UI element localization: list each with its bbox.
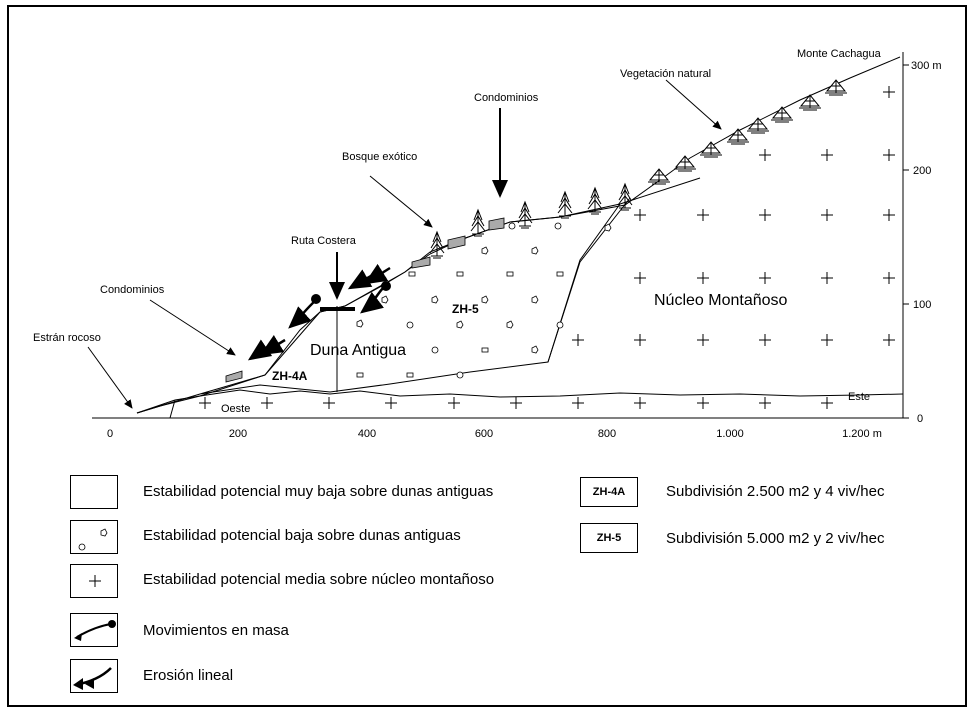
label-condominios-top: Condominios	[474, 92, 539, 104]
label-duna: Duna Antigua	[310, 342, 406, 359]
label-vegetacion: Vegetación natural	[620, 68, 711, 80]
label-zh5: ZH-5	[452, 302, 479, 316]
label-condominios-left: Condominios	[100, 284, 165, 296]
x-tick-label: 200	[229, 428, 247, 440]
legend-symbol-cross	[70, 564, 118, 598]
linear-erosion-icon	[70, 659, 118, 693]
label-bosque: Bosque exótico	[342, 151, 417, 163]
natural-vegetation	[647, 79, 848, 185]
label-estran: Estrán rocoso	[33, 332, 101, 344]
y-tick-label: 0	[917, 413, 923, 425]
legend-item-text: Estabilidad potencial media sobre núcleo…	[143, 571, 495, 588]
base-line	[174, 389, 904, 401]
legend-item-text: Erosión lineal	[143, 667, 234, 684]
y-tick-label: 100	[913, 299, 931, 311]
x-tick-label: 800	[598, 428, 616, 440]
zone-code-box: ZH-5	[580, 523, 638, 553]
legend-item-text: Movimientos en masa	[143, 622, 289, 639]
core-crosses	[198, 85, 896, 410]
legend-item-text: Estabilidad potencial muy baja sobre dun…	[143, 483, 494, 500]
zone-description: Subdivisión 2.500 m2 y 4 viv/hec	[666, 483, 885, 500]
label-zh4a: ZH-4A	[272, 369, 308, 383]
label-pointers	[87, 79, 722, 409]
legend-symbol-pebbles	[70, 520, 118, 554]
label-este: Este	[848, 391, 870, 403]
legend-item-text: Estabilidad potencial baja sobre dunas a…	[143, 527, 461, 544]
building-shapes	[225, 217, 505, 383]
zone-description: Subdivisión 5.000 m2 y 2 viv/hec	[666, 530, 885, 547]
label-monte: Monte Cachagua	[797, 48, 882, 60]
ground-surface	[136, 56, 901, 414]
label-ruta: Ruta Costera	[291, 235, 357, 247]
y-tick-label: 300 m	[911, 60, 942, 72]
mass-movement-icon	[70, 613, 118, 647]
x-tick-label: 0	[107, 428, 113, 440]
dune-outline	[136, 177, 701, 414]
core-boundary	[547, 197, 631, 363]
zone-code-box: ZH-4A	[580, 477, 638, 507]
y-tick-label: 200	[913, 165, 931, 177]
x-tick-label: 1.000	[716, 428, 744, 440]
legend-symbol-empty	[70, 475, 118, 509]
figure-frame	[7, 5, 967, 707]
exotic-trees	[429, 183, 633, 259]
x-tick-label: 1.200 m	[842, 428, 882, 440]
x-tick-label: 400	[358, 428, 376, 440]
x-tick-label: 600	[475, 428, 493, 440]
label-oeste: Oeste	[221, 403, 250, 415]
linear-erosion-arrows	[247, 263, 391, 361]
label-nucleo: Núcleo Montañoso	[654, 292, 788, 309]
